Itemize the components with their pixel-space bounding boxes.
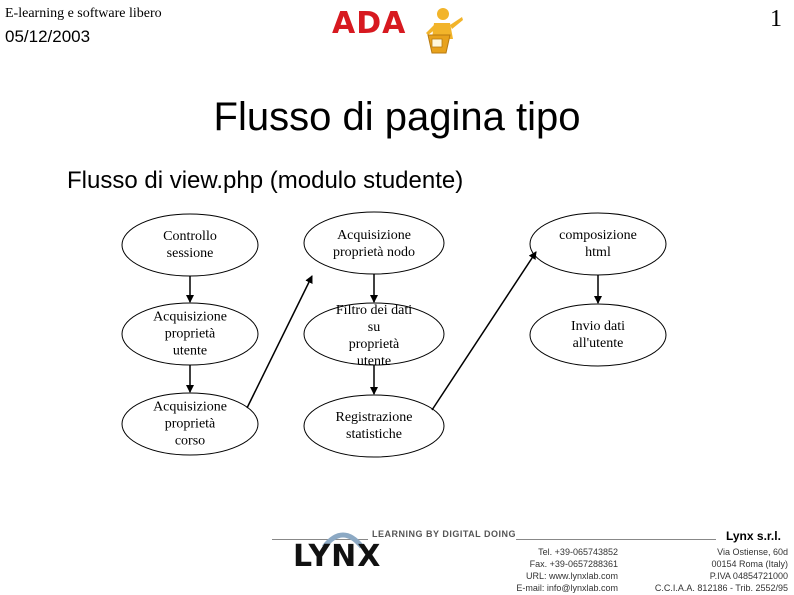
footer-company: Lynx s.r.l. xyxy=(726,529,781,543)
header-subtitle: E-learning e software libero xyxy=(5,6,162,21)
page-title: Flusso di pagina tipo xyxy=(213,95,581,139)
arrow-registrazione-composizione xyxy=(431,251,537,411)
footer-divider-right xyxy=(516,539,716,540)
node-registrazione xyxy=(303,394,445,458)
header-date: 05/12/2003 xyxy=(5,27,91,46)
node-label-acquisizione-corso: Acquisizione proprietà corso xyxy=(153,399,227,449)
page-subtitle: Flusso di view.php (modulo studente) xyxy=(67,167,464,194)
ada-logo: ADA xyxy=(332,6,407,41)
lynx-swoosh-icon xyxy=(322,532,364,549)
teacher-mascot-icon xyxy=(426,8,463,54)
lynx-logo: LYNX xyxy=(293,539,382,574)
node-acquisizione-corso xyxy=(121,392,259,456)
page-number: 1 xyxy=(770,6,782,32)
footer-divider-left xyxy=(272,539,368,540)
node-label-controllo-sessione: Controllo sessione xyxy=(163,229,217,261)
node-label-acquisizione-nodo: Acquisizione proprietà nodo xyxy=(332,228,416,260)
node-invio-dati xyxy=(529,303,667,367)
footer-tagline: LEARNING BY DIGITAL DOING xyxy=(372,529,517,539)
node-label-registrazione: Registrazione statistiche xyxy=(335,410,413,442)
node-label-acquisizione-utente: Acquisizione proprietà utente xyxy=(153,309,227,359)
node-label-composizione-html: composizione html xyxy=(559,228,637,260)
arrow-corso-nodo xyxy=(246,275,313,409)
footer-address: Via Ostiense, 60d 00154 Roma (Italy) P.I… xyxy=(654,547,788,593)
node-label-filtro-dati: Filtro dei dati su proprietà utente xyxy=(335,303,413,369)
footer-contacts: Tel. +39-065743852 Fax. +39-0657288361 U… xyxy=(516,547,618,593)
node-label-invio-dati: Invio dati all'utente xyxy=(570,319,626,351)
